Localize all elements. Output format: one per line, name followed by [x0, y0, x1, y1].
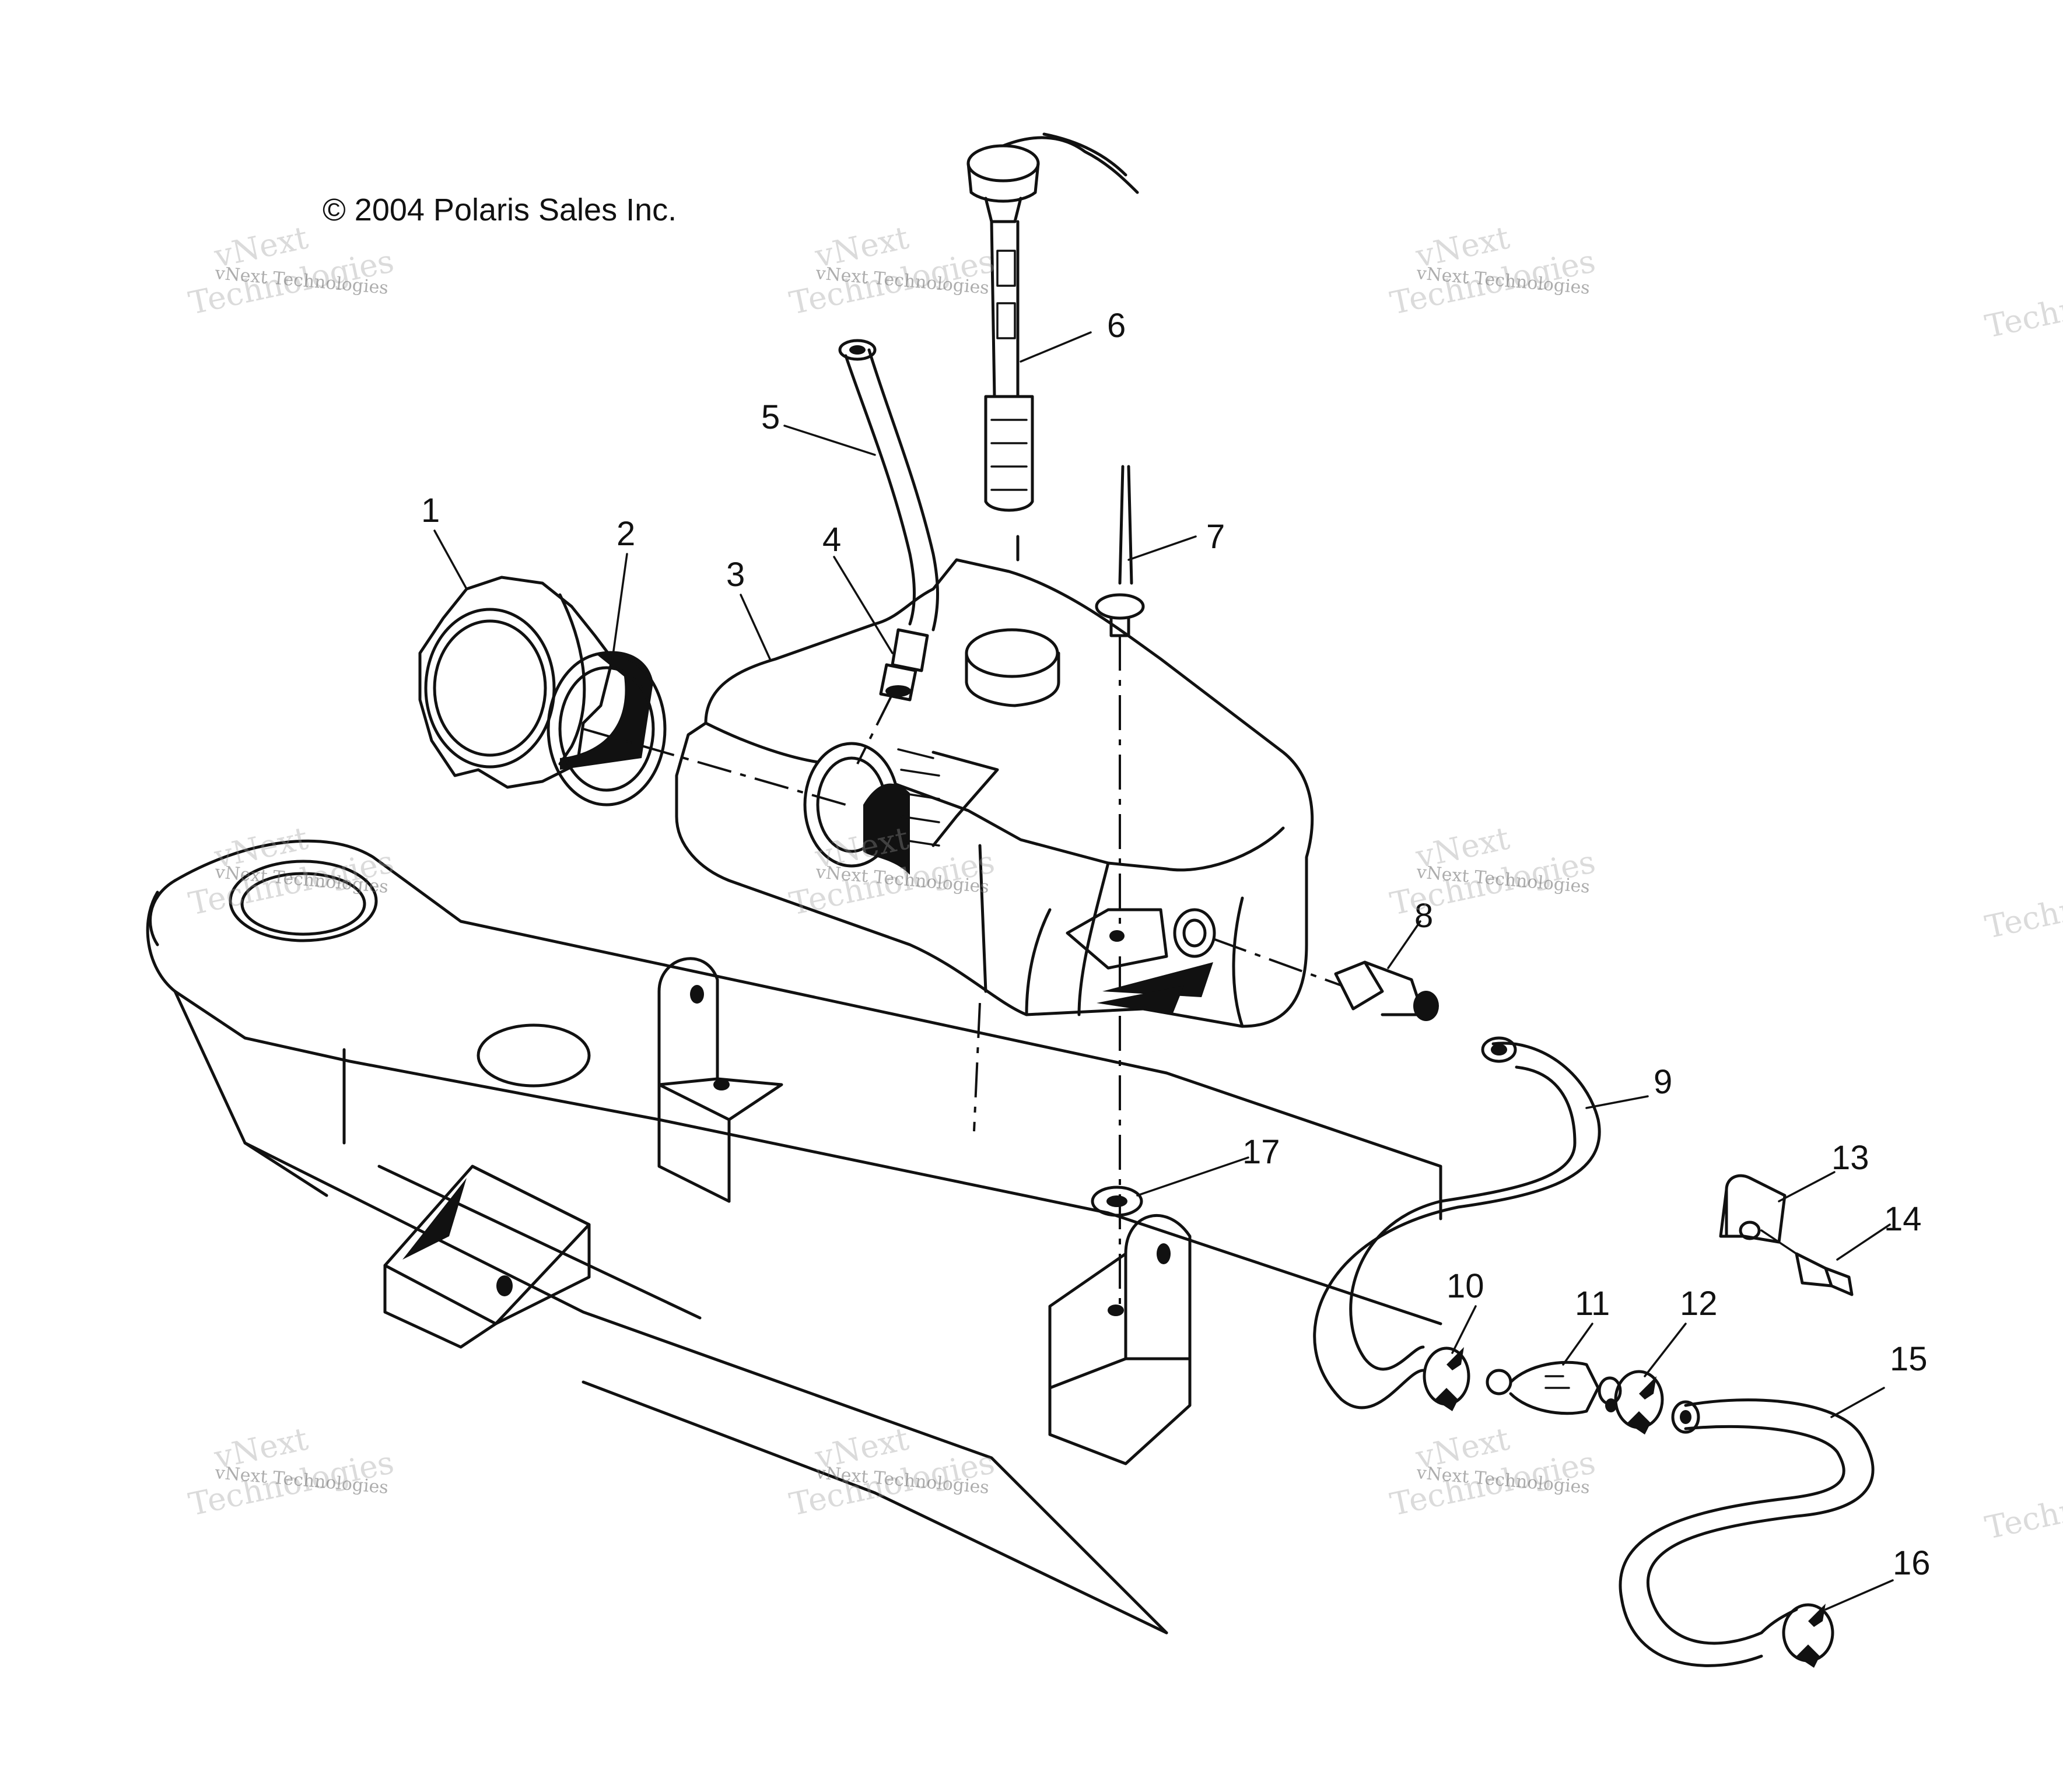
callout-5: 5 — [761, 398, 780, 436]
leader-lines — [433, 331, 1894, 1611]
watermark-3: vNext Technologies — [1387, 219, 1599, 322]
callout-numbers: 1 2 3 4 5 6 7 8 9 10 11 12 13 14 15 16 1… — [421, 307, 1931, 1582]
callout-12: 12 — [1680, 1285, 1718, 1323]
clamp-upper — [1423, 1346, 1470, 1411]
inline-filter — [1486, 1360, 1622, 1415]
frame-mount — [146, 839, 1442, 1635]
washer — [1091, 1186, 1143, 1217]
hose-fitting — [879, 628, 929, 702]
outlet-fitting — [1334, 960, 1439, 1021]
fuel-hose-upper — [1313, 1036, 1601, 1409]
callout-13: 13 — [1831, 1139, 1869, 1177]
watermark-10: Technologies — [1982, 266, 2063, 345]
svg-text:Technologies: Technologies — [1982, 266, 2063, 345]
callout-7: 7 — [1206, 518, 1225, 556]
callout-3: 3 — [726, 556, 745, 594]
callout-9: 9 — [1654, 1063, 1672, 1101]
fuel-cap — [418, 576, 614, 789]
watermark-11: Technologies — [1982, 867, 2063, 946]
callout-17: 17 — [1242, 1133, 1280, 1171]
watermark-2: vNext Technologies — [786, 219, 998, 322]
watermark-12: Technologies — [1982, 1467, 2063, 1546]
callout-6: 6 — [1107, 307, 1126, 345]
watermark-6: vNext Technologies — [1387, 820, 1599, 923]
callout-2: 2 — [617, 515, 635, 553]
svg-text:Technologies: Technologies — [1982, 867, 2063, 946]
watermark-7: vNext Technologies — [185, 1421, 397, 1523]
callout-11: 11 — [1575, 1285, 1610, 1323]
callout-10: 10 — [1446, 1267, 1484, 1305]
assembly-lines — [583, 636, 1342, 1312]
callout-4: 4 — [822, 521, 841, 559]
callout-16: 16 — [1893, 1544, 1931, 1582]
copyright-notice: © 2004 Polaris Sales Inc. — [323, 192, 677, 227]
callout-14: 14 — [1884, 1200, 1922, 1238]
hose-bracket — [1719, 1174, 1787, 1244]
watermark-9: vNext Technologies — [1387, 1421, 1599, 1523]
clamp-lower — [1782, 1603, 1834, 1668]
svg-text:Technologies: Technologies — [1982, 1467, 2063, 1546]
gasket — [547, 651, 667, 806]
callout-1: 1 — [421, 492, 440, 529]
callout-15: 15 — [1890, 1340, 1928, 1378]
clamp-middle — [1614, 1370, 1664, 1435]
bolt — [1760, 1229, 1854, 1296]
watermarks: vNext Technologies vNext Technologies vN… — [185, 219, 2063, 1546]
vent-hose — [838, 339, 939, 632]
callout-8: 8 — [1414, 897, 1433, 935]
level-gauge — [966, 132, 1139, 562]
fuel-hose-lower — [1619, 1398, 1875, 1667]
grommet-rod — [1095, 465, 1145, 637]
fuel-tank — [675, 558, 1314, 1028]
